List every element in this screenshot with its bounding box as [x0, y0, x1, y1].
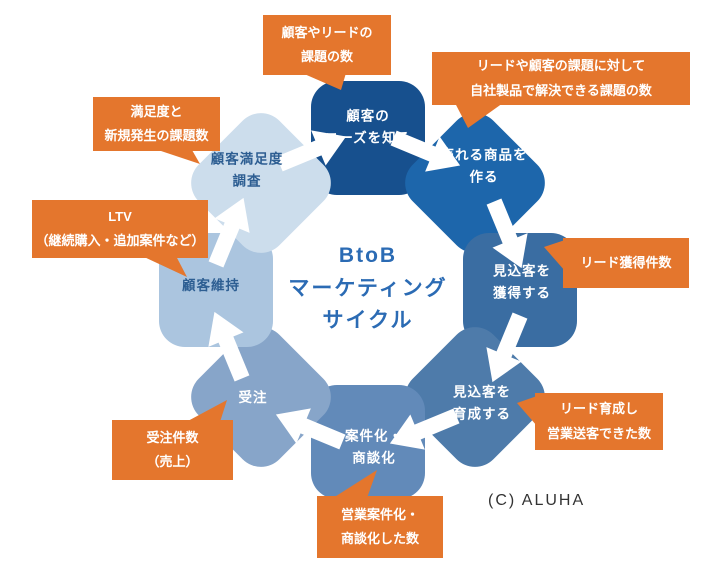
callout-solvable-issues-count: リードや顧客の課題に対して 自社製品で解決できる課題の数	[432, 52, 690, 105]
segment-label-know-customer-needs: 顧客の ニーズを知る	[324, 108, 412, 146]
segment-label-satisfaction-survey: 顧客満足度 調査	[210, 151, 284, 189]
callout-order-count: 受注件数 （売上）	[112, 420, 233, 480]
callout-ltv: LTV （継続購入・追加案件など）	[32, 200, 208, 258]
segment-label-customer-retention: 顧客維持	[182, 277, 240, 293]
segment-label-nurture-prospects: 見込客を 育成する	[453, 384, 511, 422]
callout-pointer-5	[333, 470, 377, 498]
callout-pointer-4	[517, 396, 537, 426]
callout-pointer-6	[186, 400, 227, 422]
segment-label-create-sellable-products: 売れる商品を 作る	[440, 147, 528, 185]
callout-satisfaction-issues: 満足度と 新規発生の課題数	[93, 97, 220, 151]
cycle-center-title: BtoB マーケティング サイクル	[288, 244, 448, 333]
callout-pointer-3	[544, 240, 565, 271]
segment-shape-create-opportunities	[311, 385, 425, 499]
segment-shape-customer-retention	[159, 233, 273, 347]
callout-opportunity-count: 営業案件化・ 商談化した数	[317, 496, 443, 558]
segment-label-create-opportunities: 案件化・ 商談化	[345, 428, 403, 466]
callout-pointer-1	[302, 73, 346, 90]
callout-lead-acquisition-count: リード獲得件数	[563, 238, 689, 288]
segment-label-acquire-prospects: 見込客を 獲得する	[493, 263, 551, 301]
callout-pointer-7	[142, 256, 187, 277]
callout-nurtured-leads-count: リード育成し 営業送客できた数	[535, 393, 663, 450]
segment-label-win-orders: 受注	[238, 389, 268, 405]
callout-pointer-2	[455, 103, 503, 128]
callout-pointer-8	[158, 150, 200, 164]
segment-shape-acquire-prospects	[463, 233, 577, 347]
callout-customer-issues-count: 顧客やリードの 課題の数	[263, 15, 391, 75]
segment-shape-know-customer-needs	[311, 81, 425, 195]
copyright-text: (C) ALUHA	[488, 492, 586, 509]
